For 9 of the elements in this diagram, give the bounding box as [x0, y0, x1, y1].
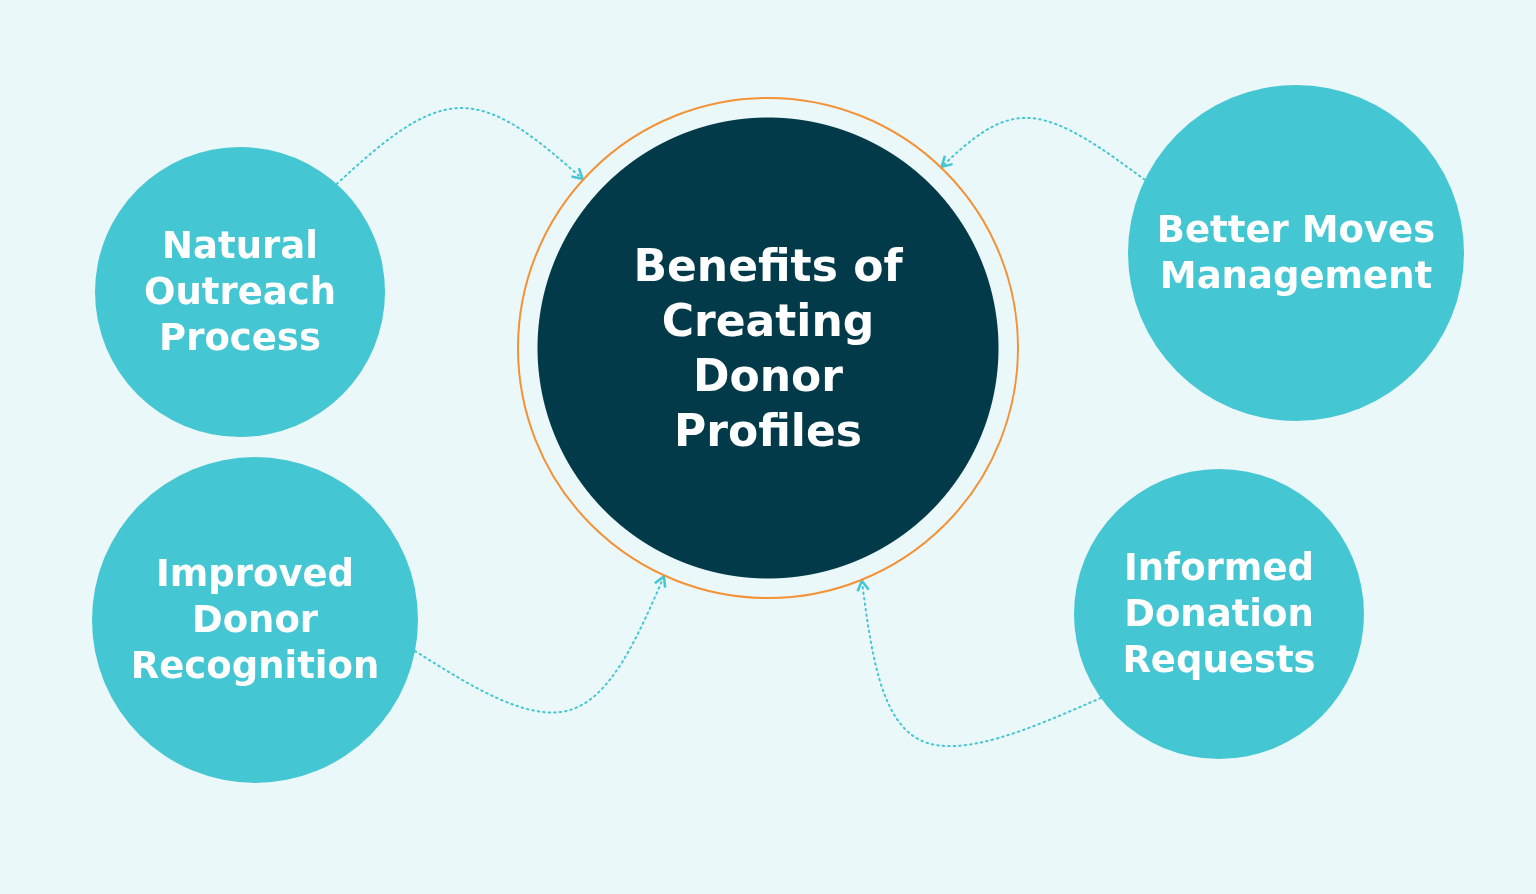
- topic-label: Natural Outreach Process: [142, 222, 338, 362]
- topic-label: Improved Donor Recognition: [129, 550, 381, 690]
- topic-label: Informed Donation Requests: [1121, 544, 1317, 684]
- dotted-arrow: [414, 575, 667, 714]
- dotted-arrow: [940, 117, 1146, 181]
- title-text: Benefits of Creating Donor Profiles: [632, 239, 904, 458]
- dotted-arrow: [856, 579, 1102, 747]
- dotted-arrow: [335, 107, 584, 185]
- topic-label: Better Moves Management: [1155, 206, 1437, 299]
